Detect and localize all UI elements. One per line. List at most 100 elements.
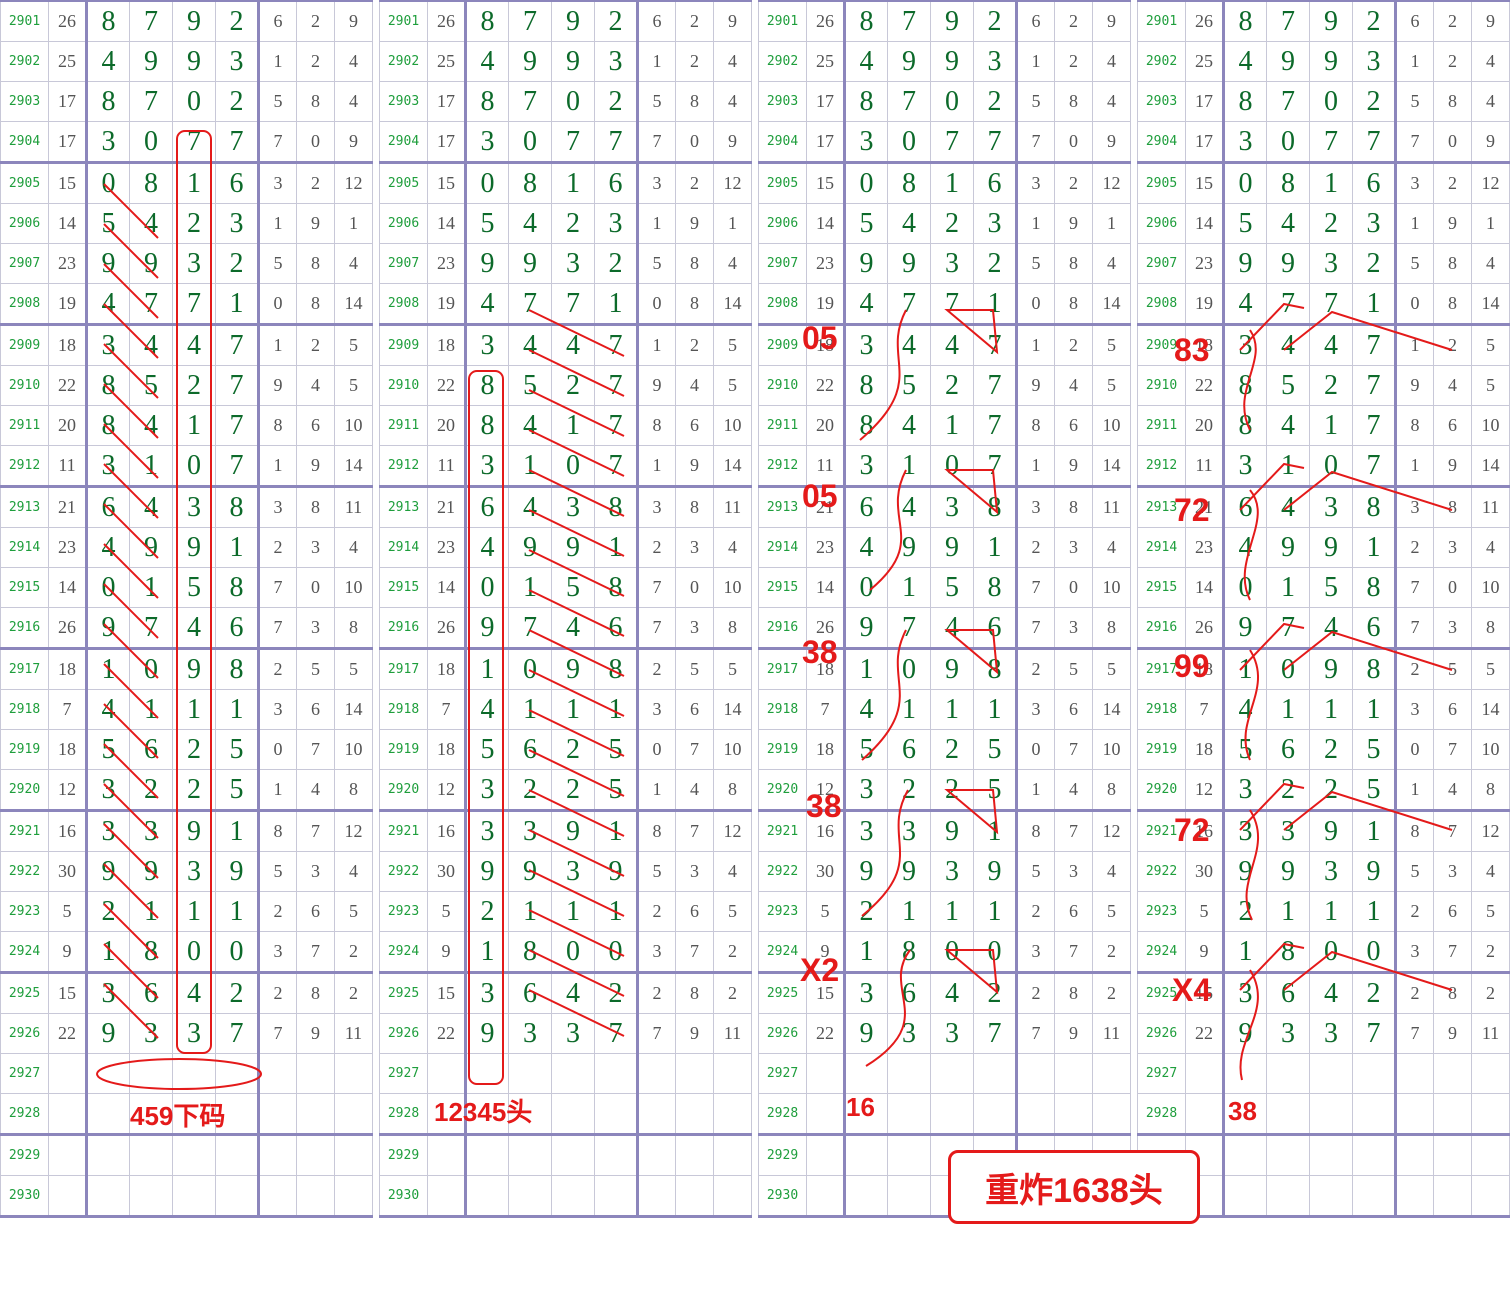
sum-value: 15: [1185, 162, 1225, 204]
digit-cell: 4: [551, 324, 595, 366]
digit-cell: [172, 1175, 216, 1218]
digit-cell: 1: [172, 405, 216, 446]
digit-cell: 8: [1266, 162, 1310, 204]
digit-cell: 9: [930, 0, 974, 42]
digit-cell: 5: [465, 729, 509, 770]
digit-cell: 8: [973, 648, 1018, 690]
table-row: 2928: [379, 1093, 752, 1136]
digit-cell: 4: [930, 972, 974, 1014]
digit-cell: 0: [551, 445, 595, 488]
digit-cell: 9: [844, 243, 888, 284]
sum-value: 16: [427, 810, 467, 852]
digit-cell: 9: [1309, 527, 1353, 568]
sum-value: 18: [427, 648, 467, 690]
aux-value: 2: [637, 648, 676, 690]
digit-cell: 3: [844, 121, 888, 164]
sum-value: 23: [48, 527, 88, 568]
issue-number: 2911: [1137, 405, 1186, 446]
issue-number: 2918: [379, 689, 428, 730]
digit-cell: 6: [594, 607, 639, 650]
digit-cell: 3: [594, 203, 639, 244]
issue-number: 2913: [1137, 486, 1186, 528]
issue-number: 2922: [758, 851, 807, 892]
aux-value: 2: [1054, 41, 1093, 82]
sum-value: [427, 1134, 467, 1176]
aux-value: 7: [1016, 607, 1055, 650]
digit-cell: 1: [129, 445, 173, 488]
sum-value: 11: [1185, 445, 1225, 488]
digit-cell: 9: [508, 851, 552, 892]
sum-value: 17: [48, 121, 88, 164]
issue-number: 2924: [1137, 931, 1186, 974]
sum-value: 20: [1185, 405, 1225, 446]
aux-value: 0: [296, 567, 335, 608]
issue-number: 2906: [0, 203, 49, 244]
aux-value: 5: [334, 891, 373, 932]
aux-value: 10: [1471, 405, 1510, 446]
digit-cell: 4: [1266, 203, 1310, 244]
issue-number: 2909: [0, 324, 49, 366]
digit-cell: 7: [129, 283, 173, 326]
digit-cell: 3: [1223, 972, 1267, 1014]
aux-value: 2: [1433, 324, 1472, 366]
digit-cell: 3: [551, 243, 595, 284]
sum-value: 14: [427, 567, 467, 608]
digit-cell: 1: [215, 283, 260, 326]
digit-cell: 0: [844, 162, 888, 204]
digit-cell: 9: [1352, 851, 1397, 892]
aux-value: 4: [296, 769, 335, 812]
digit-cell: 6: [1352, 162, 1397, 204]
aux-value: 1: [1092, 203, 1131, 244]
aux-value: 4: [334, 243, 373, 284]
aux-value: 6: [1433, 405, 1472, 446]
digit-cell: 3: [465, 810, 509, 852]
digit-cell: 9: [844, 851, 888, 892]
aux-value: 8: [1433, 972, 1472, 1014]
issue-number: 2923: [0, 891, 49, 932]
aux-value: 2: [1433, 0, 1472, 42]
sum-value: 25: [1185, 41, 1225, 82]
aux-value: 3: [1433, 607, 1472, 650]
digit-cell: 1: [551, 162, 595, 204]
aux-value: 1: [1016, 769, 1055, 812]
digit-cell: 9: [551, 810, 595, 852]
aux-value: [713, 1175, 752, 1218]
digit-cell: 2: [215, 0, 260, 42]
aux-value: 5: [1016, 851, 1055, 892]
digit-cell: [172, 1134, 216, 1176]
aux-value: 0: [258, 283, 297, 326]
aux-value: [258, 1134, 297, 1176]
aux-value: 12: [713, 162, 752, 204]
digit-cell: 0: [86, 162, 130, 204]
aux-value: 7: [258, 567, 297, 608]
digit-cell: 4: [465, 283, 509, 326]
digit-cell: [887, 1175, 931, 1218]
digit-cell: 7: [215, 121, 260, 164]
sum-value: 21: [1185, 486, 1225, 528]
aux-value: [334, 1053, 373, 1094]
digit-cell: 6: [844, 486, 888, 528]
aux-value: 4: [1054, 769, 1093, 812]
aux-value: 9: [675, 445, 714, 488]
digit-cell: 3: [1309, 243, 1353, 284]
aux-value: 8: [1471, 769, 1510, 812]
sum-value: 20: [48, 405, 88, 446]
digit-cell: 8: [508, 162, 552, 204]
digit-cell: 1: [129, 689, 173, 730]
aux-value: 9: [675, 203, 714, 244]
digit-cell: 2: [551, 729, 595, 770]
aux-value: 14: [1471, 689, 1510, 730]
aux-value: 6: [1395, 0, 1434, 42]
aux-value: 0: [1395, 283, 1434, 326]
digit-cell: 5: [129, 365, 173, 406]
digit-cell: 9: [1223, 607, 1267, 650]
issue-number: 2915: [1137, 567, 1186, 608]
digit-cell: 0: [1309, 931, 1353, 974]
